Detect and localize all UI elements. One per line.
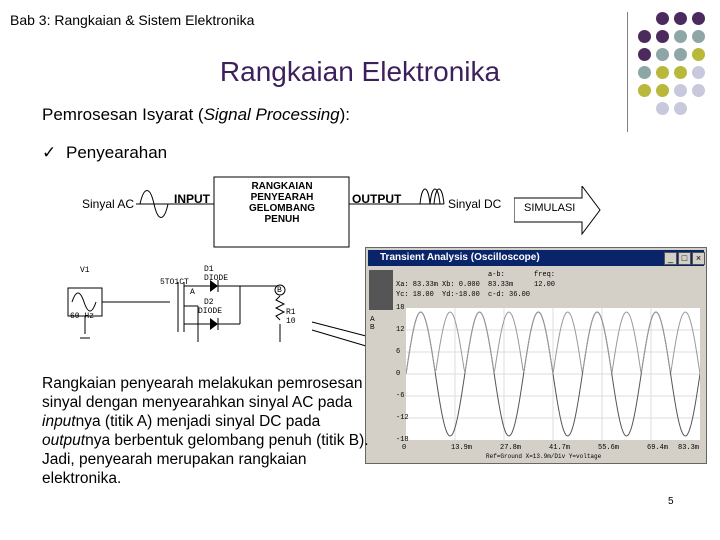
close-button[interactable]: × xyxy=(692,252,705,265)
decor-dot xyxy=(638,84,651,97)
oscilloscope-window: Transient Analysis (Oscilloscope) _ □ × … xyxy=(365,247,707,464)
cursor-b-label: B xyxy=(370,324,375,331)
x-tick-label: 41.7m xyxy=(549,444,571,452)
d2-label: D2 xyxy=(204,298,214,307)
x-tick-label: 55.6m xyxy=(598,444,620,452)
r1-value-label: 10 xyxy=(286,317,296,326)
d1-label: D1 xyxy=(204,265,214,274)
input-label: INPUT xyxy=(174,192,210,206)
decor-dot xyxy=(674,102,687,115)
decor-dot xyxy=(692,30,705,43)
y-tick-label: 18 xyxy=(396,304,405,312)
maximize-button[interactable]: □ xyxy=(678,252,691,265)
x-tick-label: 13.9m xyxy=(451,444,473,452)
page-number: 5 xyxy=(668,496,674,507)
decor-dot xyxy=(656,66,669,79)
decor-dot xyxy=(692,84,705,97)
input-signal-label: Sinyal AC xyxy=(82,197,135,211)
decor-dot xyxy=(692,12,705,25)
oscilloscope-titlebar: Transient Analysis (Oscilloscope) xyxy=(368,250,704,266)
y-tick-label: -6 xyxy=(396,392,405,400)
simulasi-arrow xyxy=(514,186,601,236)
decor-dot xyxy=(638,48,651,61)
minimize-button[interactable]: _ xyxy=(664,252,677,265)
d1-type-label: DIODE xyxy=(204,274,229,283)
decor-dot xyxy=(656,48,669,61)
node-a-label: A xyxy=(190,288,195,297)
bullet-item: ✓Penyearahan xyxy=(42,143,168,162)
cursor-a-label: A xyxy=(370,316,375,323)
output-label: OUTPUT xyxy=(352,192,402,206)
simulasi-label: SIMULASI xyxy=(524,202,576,214)
chapter-header: Bab 3: Rangkaian & Sistem Elektronika xyxy=(10,12,255,28)
r1-label: R1 xyxy=(286,308,296,317)
description-paragraph: Rangkaian penyearah melakukan pemrosesan… xyxy=(42,375,369,487)
x-tick-label: 83.3m xyxy=(678,444,700,452)
dc-trace xyxy=(406,311,700,375)
oscilloscope-toolbar[interactable] xyxy=(369,270,393,310)
d2-type-label: DIODE xyxy=(198,307,223,316)
decor-dot xyxy=(656,30,669,43)
decor-dot xyxy=(638,66,651,79)
decor-dot xyxy=(674,30,687,43)
freq-label: 60 Hz xyxy=(70,312,95,321)
y-tick-label: -18 xyxy=(396,436,409,444)
decor-dot xyxy=(692,66,705,79)
decor-dot xyxy=(674,84,687,97)
decor-dot xyxy=(674,48,687,61)
x-tick-label: 27.8m xyxy=(500,444,522,452)
y-tick-label: 6 xyxy=(396,348,401,356)
x-tick-label: 0 xyxy=(402,444,407,452)
v1-label: V1 xyxy=(80,266,90,275)
y-tick-label: -12 xyxy=(396,414,409,422)
decor-dot xyxy=(656,84,669,97)
decor-dot xyxy=(638,30,651,43)
page-title: Rangkaian Elektronika xyxy=(219,56,501,87)
transformer-label: 5TO1CT xyxy=(160,278,189,287)
rectifier-circuit xyxy=(67,280,286,342)
decor-dot xyxy=(656,102,669,115)
output-signal-label: Sinyal DC xyxy=(448,197,502,211)
block-diagram xyxy=(136,176,445,248)
decor-dot xyxy=(674,66,687,79)
decor-dot xyxy=(692,48,705,61)
decor-dot xyxy=(674,12,687,25)
oscilloscope-plot xyxy=(406,308,700,440)
y-tick-label: 0 xyxy=(396,370,401,378)
oscilloscope-footer: Ref=Ground X=13.9m/Div Y=voltage xyxy=(486,453,602,460)
node-b-label: B xyxy=(277,286,282,295)
decor-dot xyxy=(656,12,669,25)
decor-divider-line xyxy=(627,12,628,132)
checkmark-icon: ✓ xyxy=(42,143,57,162)
section-subtitle: Pemrosesan Isyarat (Signal Processing): xyxy=(42,105,351,124)
x-tick-label: 69.4m xyxy=(647,444,669,452)
y-tick-label: 12 xyxy=(396,326,405,334)
rectifier-block: RANGKAIAN PENYEARAH GELOMBANG PENUH xyxy=(248,181,316,225)
